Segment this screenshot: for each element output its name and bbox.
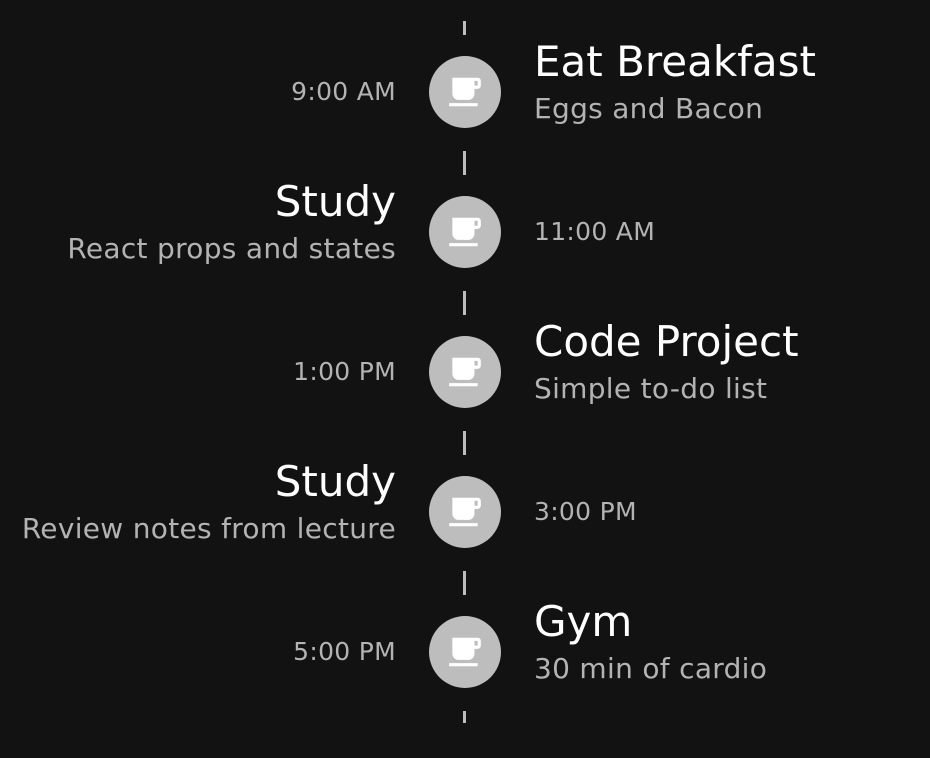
timeline-dot [429, 476, 501, 548]
timeline-content: Study Review notes from lecture [22, 457, 396, 546]
timeline-dot [429, 336, 501, 408]
timeline-title: Study [274, 457, 396, 506]
timeline-content: Gym 30 min of cardio [534, 597, 767, 686]
coffee-cup-icon [446, 353, 484, 391]
timeline-connector [463, 431, 466, 455]
timeline-description: Review notes from lecture [21, 512, 396, 545]
timeline-title: Eat Breakfast [534, 37, 817, 86]
coffee-cup-icon [446, 213, 484, 251]
timeline-time: 9:00 AM [291, 77, 396, 106]
timeline-connector [463, 571, 466, 595]
timeline-content: Eat Breakfast Eggs and Bacon [534, 37, 816, 126]
timeline-description: Eggs and Bacon [534, 92, 764, 125]
timeline-connector [463, 711, 466, 723]
timeline-time: 5:00 PM [293, 637, 396, 666]
timeline-time: 11:00 AM [534, 217, 656, 246]
timeline-item: 1:00 PM Code Project Simple to-do list [0, 301, 930, 441]
timeline-content: Code Project Simple to-do list [534, 317, 799, 406]
timeline-item: Study Review notes from lecture 3:00 PM [0, 441, 930, 581]
timeline-item: 9:00 AM Eat Breakfast Eggs and Bacon [0, 21, 930, 161]
timeline-dot [429, 616, 501, 688]
timeline-description: Simple to-do list [534, 372, 768, 405]
timeline-connector [463, 151, 466, 175]
timeline-item: 5:00 PM Gym 30 min of cardio [0, 581, 930, 721]
timeline-title: Gym [534, 597, 633, 646]
timeline-dot [429, 56, 501, 128]
timeline-title: Study [274, 177, 396, 226]
coffee-cup-icon [446, 73, 484, 111]
coffee-cup-icon [446, 493, 484, 531]
timeline-content: Study React props and states [67, 177, 396, 266]
timeline-item: Study React props and states 11:00 AM [0, 161, 930, 301]
timeline-time: 3:00 PM [534, 497, 637, 526]
timeline-dot [429, 196, 501, 268]
timeline-description: React props and states [67, 232, 396, 265]
timeline-connector [463, 21, 466, 35]
coffee-cup-icon [446, 633, 484, 671]
timeline-description: 30 min of cardio [534, 652, 768, 685]
timeline-time: 1:00 PM [293, 357, 396, 386]
timeline-title: Code Project [534, 317, 799, 366]
timeline-connector [463, 291, 466, 315]
